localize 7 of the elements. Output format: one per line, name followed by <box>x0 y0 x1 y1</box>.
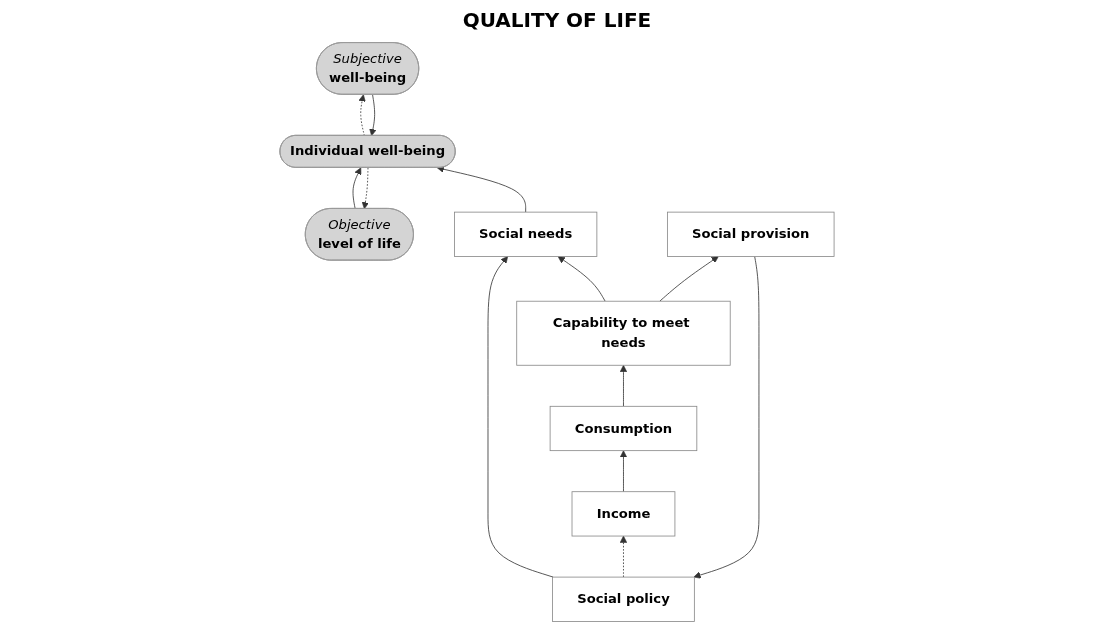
node-box: Capability to meet needs <box>516 300 731 366</box>
node-box: Social provision <box>667 211 835 257</box>
node-box: Income <box>571 491 676 537</box>
diagram-heading: QUALITY OF LIFE <box>462 8 652 32</box>
node-box: Social needs <box>454 211 598 257</box>
node-box: Consumption <box>549 405 698 452</box>
node-box: Social policy <box>552 576 695 622</box>
